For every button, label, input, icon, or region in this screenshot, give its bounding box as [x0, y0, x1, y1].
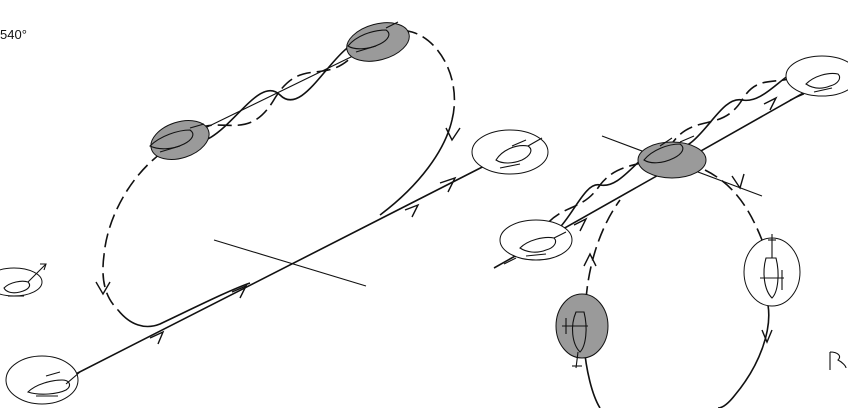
- left-arrow-3: [149, 330, 165, 345]
- helicopter-icon: [149, 123, 205, 153]
- left-flight-line: [59, 157, 501, 383]
- right-heli-center-shaded: [637, 135, 707, 179]
- right-maneuver: [493, 55, 848, 409]
- left-twist-b: [181, 39, 366, 144]
- left-heli-shaded-low: [149, 120, 210, 160]
- right-heli-left: [499, 219, 573, 265]
- rotation-label: 540°: [0, 27, 27, 42]
- finish-marker-icon: [829, 351, 847, 370]
- right-arrow-1: [763, 96, 778, 111]
- rotor-disc-icon: [785, 55, 848, 97]
- left-arrow-5: [95, 281, 111, 296]
- right-arrow-4: [761, 329, 773, 344]
- left-heli-start: [5, 355, 81, 405]
- right-loop-dash-top: [704, 169, 763, 241]
- rotor-disc-icon: [637, 141, 707, 179]
- rotor-disc-icon: [346, 22, 410, 62]
- left-arrow-2: [231, 284, 248, 299]
- helicopter-icon: [347, 21, 399, 53]
- left-loop-solid-right: [379, 119, 453, 216]
- left-heli-right: [471, 129, 549, 175]
- helicopter-icon: [3, 263, 47, 297]
- helicopter-icon: [495, 137, 543, 169]
- helicopter-icon: [503, 231, 567, 265]
- right-arrow-3: [731, 173, 745, 190]
- rotor-disc-icon: [471, 129, 549, 175]
- left-arrow-6: [404, 203, 420, 218]
- helicopter-icon: [789, 72, 841, 101]
- right-heli-topright: [785, 55, 848, 101]
- left-maneuver: [0, 21, 549, 405]
- left-heli-shaded-high: [346, 21, 410, 62]
- left-arrow-4: [445, 127, 461, 142]
- left-twist-a: [181, 39, 366, 141]
- rotor-disc-icon: [5, 355, 79, 405]
- helicopter-icon: [26, 371, 81, 397]
- right-loop-dash-left: [585, 199, 621, 301]
- helicopter-icon: [562, 311, 588, 369]
- right-heli-vertical-right: [743, 234, 801, 307]
- right-arrow-2: [573, 217, 588, 232]
- helicopter-icon: [643, 135, 695, 164]
- right-arrow-5: [583, 252, 597, 267]
- helicopter-icon: [760, 234, 784, 299]
- left-loop-dash-left: [102, 141, 181, 311]
- left-reference-line: [213, 239, 367, 287]
- left-loop-solid-bottom: [117, 282, 251, 328]
- right-heli-vertical-left-shaded: [555, 293, 609, 369]
- left-arrow-1: [439, 176, 457, 193]
- right-loop-solid-right: [717, 304, 770, 409]
- rotor-disc-icon: [150, 120, 210, 160]
- left-heli-edge: [0, 263, 47, 297]
- rotor-disc-icon: [499, 219, 573, 261]
